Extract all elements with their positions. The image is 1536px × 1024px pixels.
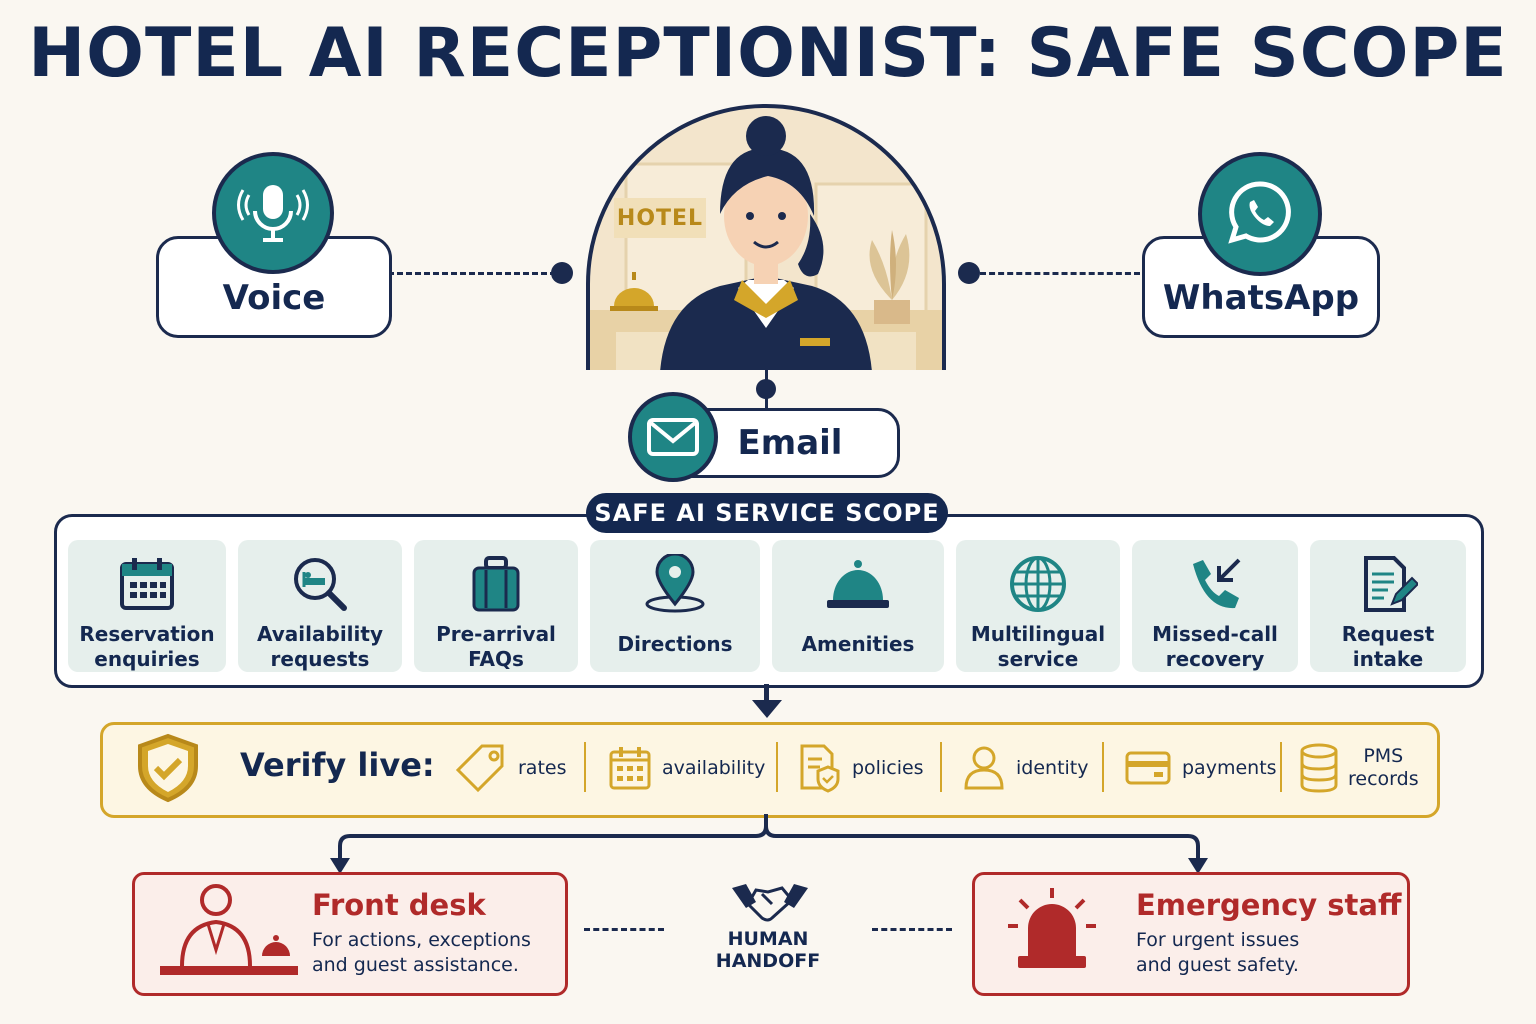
whatsapp-label: WhatsApp — [1162, 278, 1360, 318]
database-icon — [1300, 743, 1338, 793]
voice-label: Voice — [222, 278, 326, 318]
connector-dot — [551, 262, 573, 284]
calendar-icon — [120, 558, 174, 610]
location-pin-icon — [645, 554, 705, 613]
divider — [1280, 742, 1282, 792]
whatsapp-icon — [1198, 152, 1322, 276]
emergency-line: and guest safety. — [1136, 954, 1299, 976]
envelope-icon — [628, 392, 718, 482]
document-edit-icon — [1364, 556, 1418, 612]
receptionist-illustration — [586, 104, 946, 372]
verify-label: records — [1348, 768, 1419, 790]
verify-label: rates — [518, 757, 567, 779]
verify-live-panel — [100, 722, 1440, 818]
voice-connector — [388, 272, 556, 275]
flow-arrow-shaft — [764, 684, 769, 704]
divider — [584, 742, 586, 792]
front-desk-agent-icon — [158, 880, 300, 982]
shield-check-icon — [134, 732, 202, 808]
emergency-siren-icon — [1006, 886, 1098, 978]
divider — [940, 742, 942, 792]
front-desk-line: For actions, exceptions — [312, 929, 531, 951]
verify-label: identity — [1016, 757, 1089, 779]
verify-live-label: Verify live: — [240, 746, 435, 784]
front-desk-line: and guest assistance. — [312, 954, 519, 976]
handshake-icon — [728, 878, 812, 928]
verify-item-availability: availability — [608, 740, 765, 796]
verify-label: policies — [852, 757, 924, 779]
verify-item-rates: rates — [456, 740, 567, 796]
missed-call-icon — [1193, 558, 1241, 609]
tile-label: FAQs — [468, 647, 524, 671]
emergency-staff-description: For urgent issues and guest safety. — [1136, 928, 1299, 978]
scope-tile-amenities: Amenities — [772, 540, 944, 672]
tile-label: Amenities — [801, 632, 915, 656]
tile-label: Missed-call — [1152, 622, 1278, 646]
tile-label: Multilingual — [970, 622, 1106, 646]
email-label: Email — [737, 423, 843, 463]
verify-label: PMS — [1363, 745, 1404, 767]
handoff-connector — [872, 928, 952, 931]
tile-label: Pre-arrival — [436, 622, 556, 646]
price-tag-icon — [456, 744, 504, 793]
policy-shield-icon — [800, 744, 840, 793]
connector-dot — [756, 379, 776, 399]
verify-item-payments: payments — [1124, 740, 1277, 796]
tile-label: service — [997, 647, 1079, 671]
microphone-icon — [212, 152, 334, 274]
calendar-icon — [609, 747, 651, 790]
flow-arrow-head — [752, 700, 782, 718]
credit-card-icon — [1125, 751, 1171, 785]
safe-scope-label: SAFE AI SERVICE SCOPE — [586, 493, 948, 533]
emergency-staff-title: Emergency staff — [1136, 888, 1402, 922]
front-desk-title: Front desk — [312, 888, 486, 922]
tile-label: intake — [1352, 647, 1424, 671]
person-icon — [964, 746, 1004, 790]
tile-label: recovery — [1165, 647, 1265, 671]
front-desk-card — [132, 872, 568, 996]
tile-label: requests — [270, 647, 370, 671]
verify-item-policies: policies — [798, 740, 924, 796]
verify-label: availability — [662, 757, 766, 779]
branch-connector — [330, 814, 1208, 874]
page-title: HOTEL AI RECEPTIONIST: SAFE SCOPE — [28, 14, 1508, 93]
handoff-connector — [584, 928, 664, 931]
whatsapp-connector — [980, 272, 1140, 275]
verify-label: payments — [1182, 757, 1277, 779]
hotel-sign: HOTEL — [614, 198, 706, 238]
tile-label: Reservation — [79, 622, 215, 646]
human-handoff-label: HUMAN HANDOFF — [715, 928, 821, 972]
front-desk-description: For actions, exceptions and guest assist… — [312, 928, 531, 978]
connector-dot — [958, 262, 980, 284]
verify-item-identity: identity — [962, 740, 1089, 796]
scope-tile-directions: Directions — [590, 540, 760, 672]
tile-label: Availability — [257, 622, 383, 646]
divider — [776, 742, 778, 792]
divider — [1102, 742, 1104, 792]
service-bell-icon — [827, 560, 889, 608]
suitcase-icon — [472, 556, 520, 612]
globe-icon — [1010, 556, 1066, 612]
tile-label: enquiries — [94, 647, 200, 671]
search-bed-icon — [294, 558, 347, 611]
tile-label: Request — [1341, 622, 1435, 646]
tile-label: Directions — [617, 632, 733, 656]
emergency-line: For urgent issues — [1136, 929, 1300, 951]
